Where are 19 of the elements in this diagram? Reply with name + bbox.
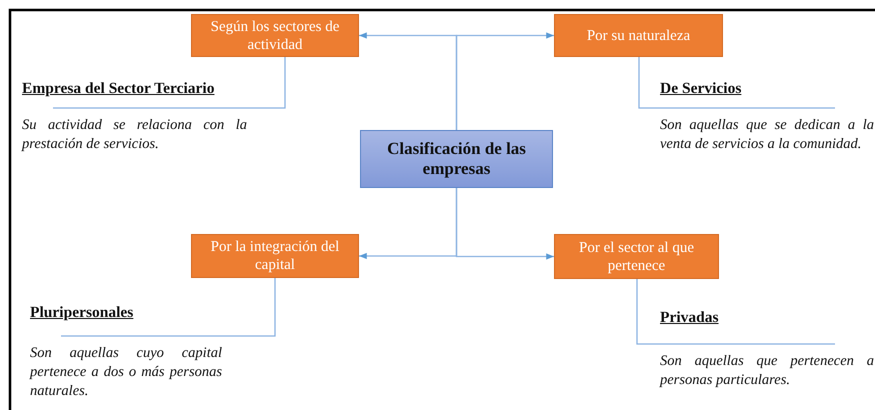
- title-box: Clasificación de las empresas: [360, 130, 553, 188]
- connector-line: [53, 57, 286, 109]
- arrow: [456, 188, 554, 260]
- category-box: Por su naturaleza: [554, 14, 723, 57]
- arrow: [456, 32, 554, 130]
- description-text: Su actividad se relaciona con la prestación de servicios.: [22, 116, 247, 154]
- heading: De Servicios: [660, 80, 742, 98]
- heading: Pluripersonales: [30, 304, 134, 322]
- connector-line: [61, 278, 276, 337]
- connector-line: [636, 279, 835, 345]
- description-text: Son aquellas que se dedican a la venta de servicios a la comunidad.: [660, 116, 874, 154]
- heading: Empresa del Sector Terciario: [22, 80, 214, 98]
- description-text: Son aquellas cuyo capital pertenece a dos o más personas naturales.: [30, 344, 222, 401]
- category-box: Por la integración del capital: [191, 234, 359, 278]
- category-box: Según los sectores de actividad: [191, 14, 359, 57]
- connector-line: [638, 57, 835, 109]
- heading: Privadas: [660, 309, 719, 327]
- category-box: Por el sector al que pertenece: [554, 234, 719, 279]
- description-text: Son aquellas que pertenecen a personas particulares.: [660, 352, 874, 390]
